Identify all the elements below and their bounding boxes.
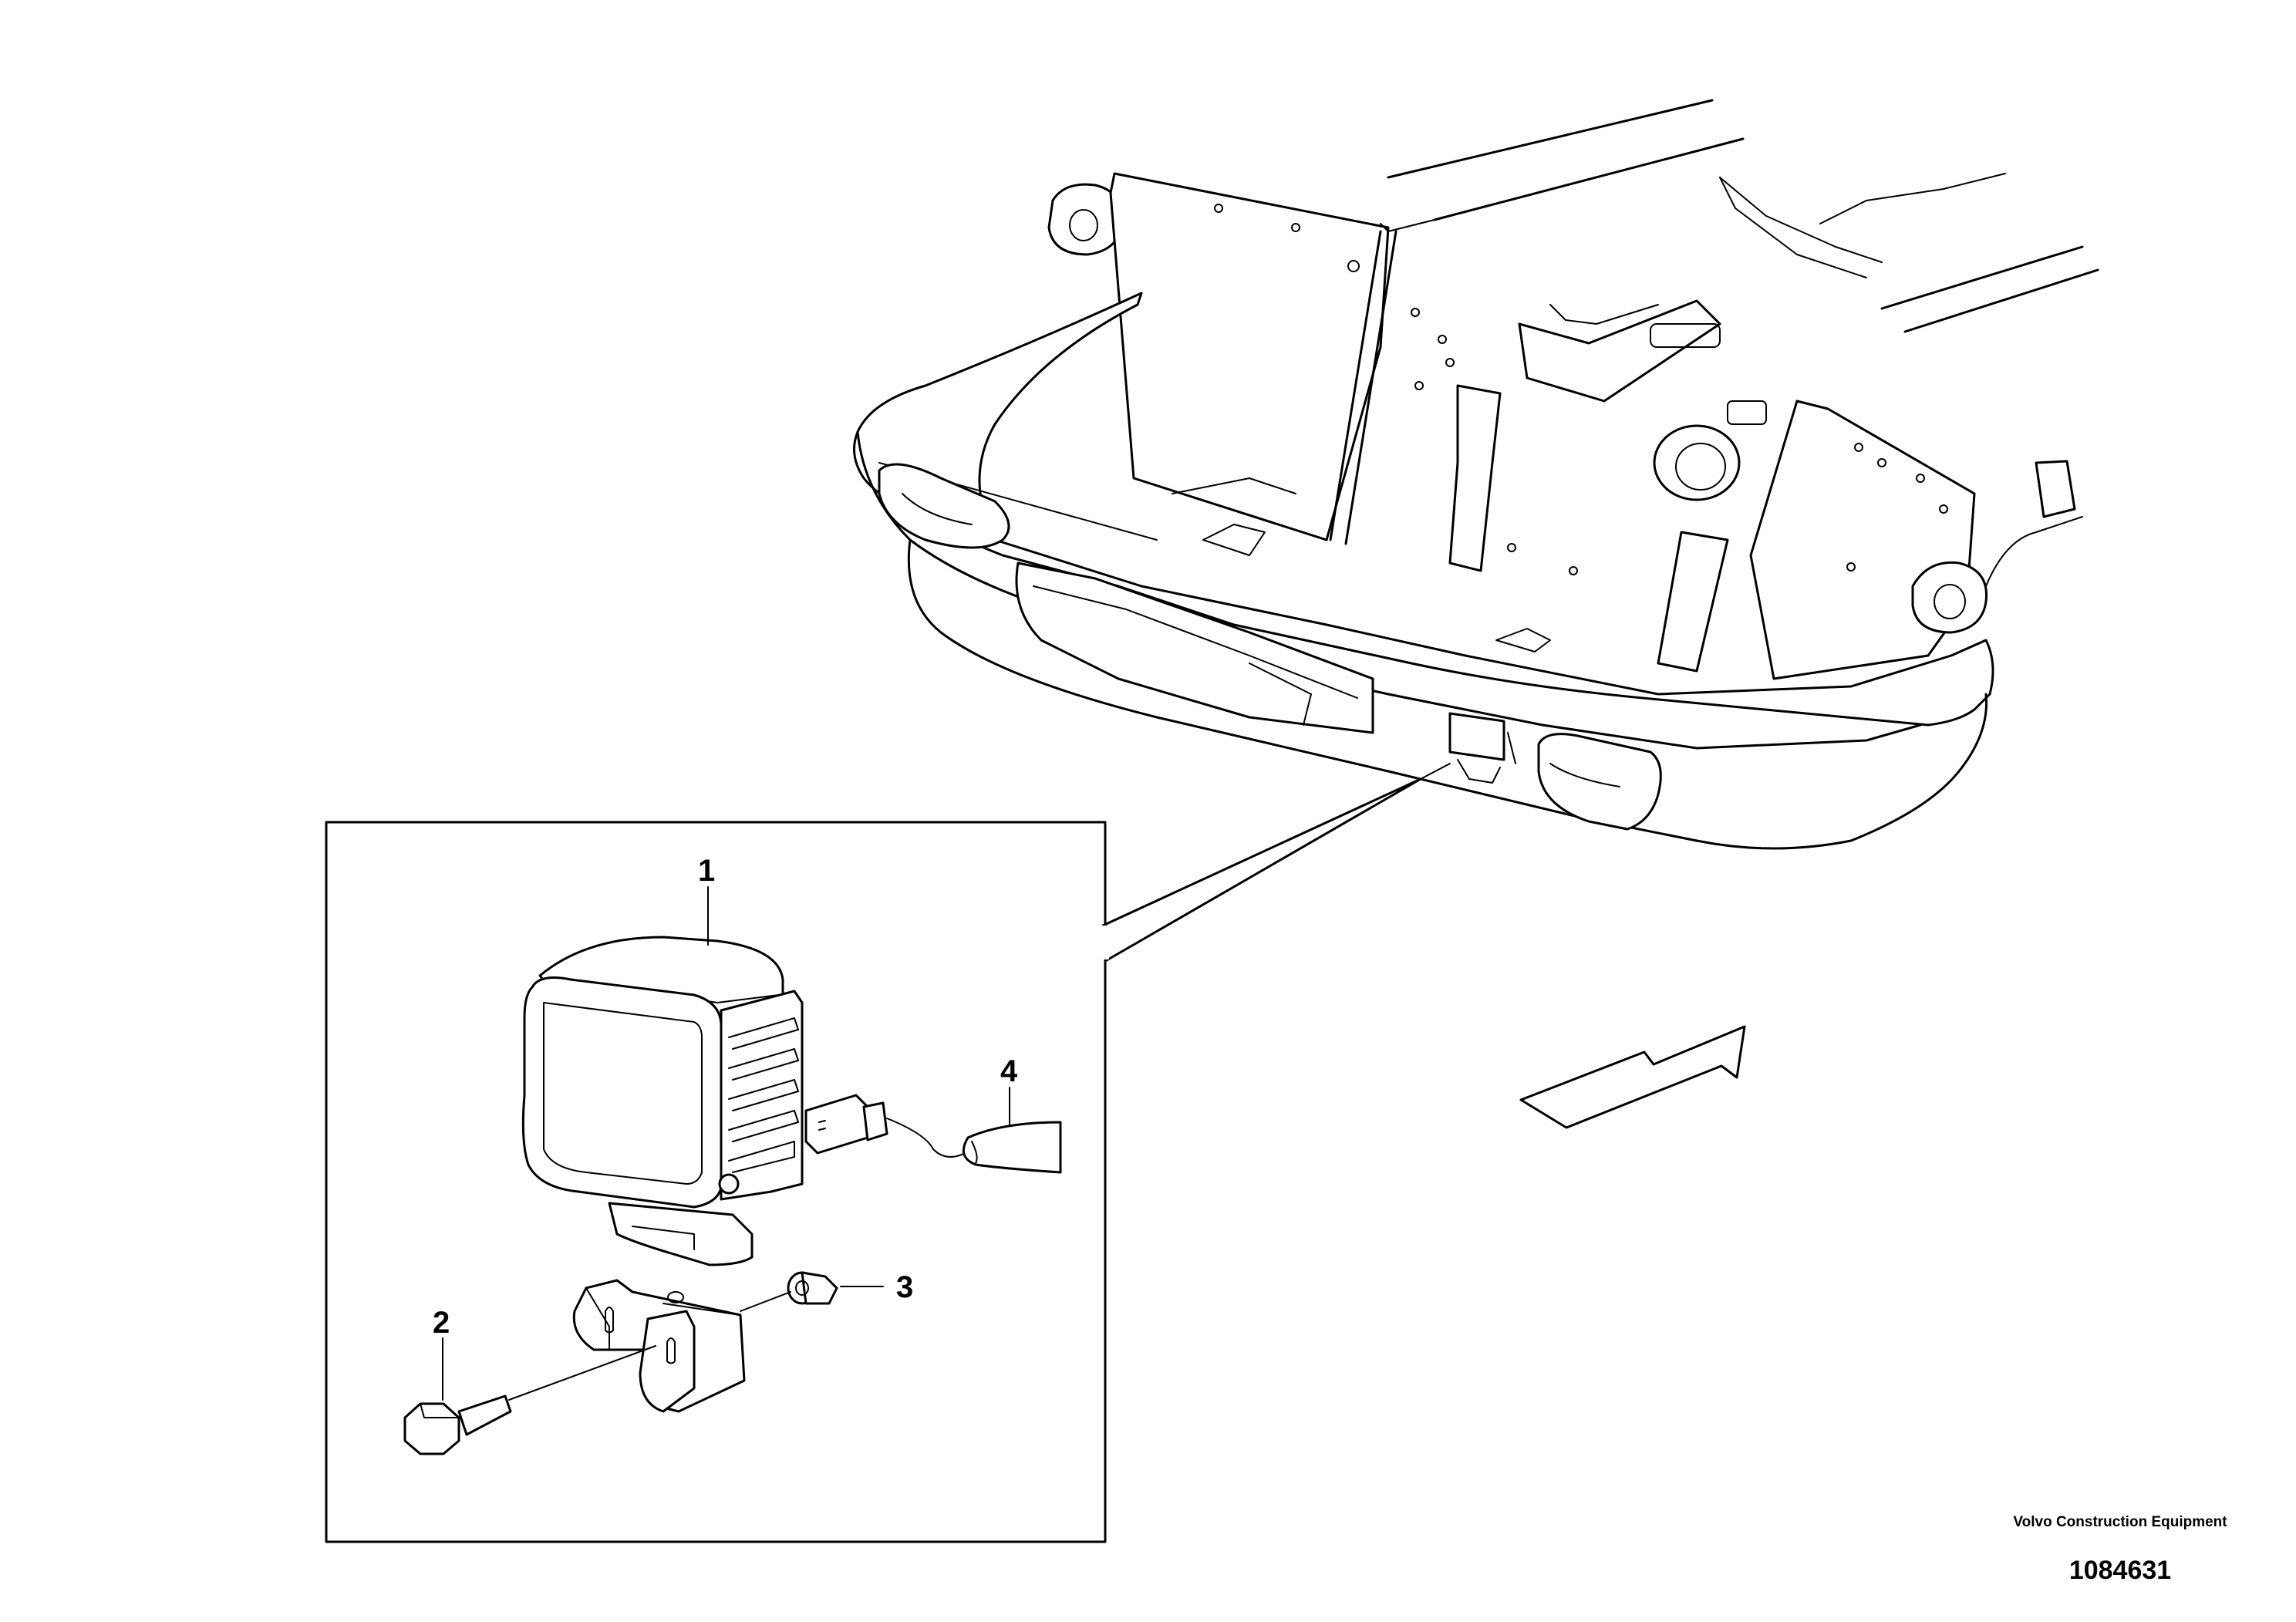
drawing-number: 1084631 xyxy=(2068,1556,2172,1585)
callout-4: 4 xyxy=(1000,1054,1018,1088)
hex-bolt xyxy=(403,1345,656,1455)
flange-nut xyxy=(740,1271,838,1312)
callout-leaders xyxy=(442,886,1010,1401)
detail-frame xyxy=(325,821,1107,1543)
detail-frame-gap xyxy=(1100,926,1109,959)
light-bracket xyxy=(572,1279,746,1413)
view-direction-arrow xyxy=(1519,1025,1746,1129)
counterweight xyxy=(853,292,1994,850)
machine-rear-frame xyxy=(1047,99,2099,680)
wiring-harness xyxy=(804,1094,1062,1174)
callout-3: 3 xyxy=(896,1270,913,1304)
credit-company: Volvo Construction Equipment xyxy=(2013,1514,2227,1530)
detail-leader xyxy=(1101,763,1451,962)
callout-2: 2 xyxy=(433,1306,450,1340)
callout-1: 1 xyxy=(698,854,715,888)
work-light-lamp xyxy=(521,936,804,1266)
